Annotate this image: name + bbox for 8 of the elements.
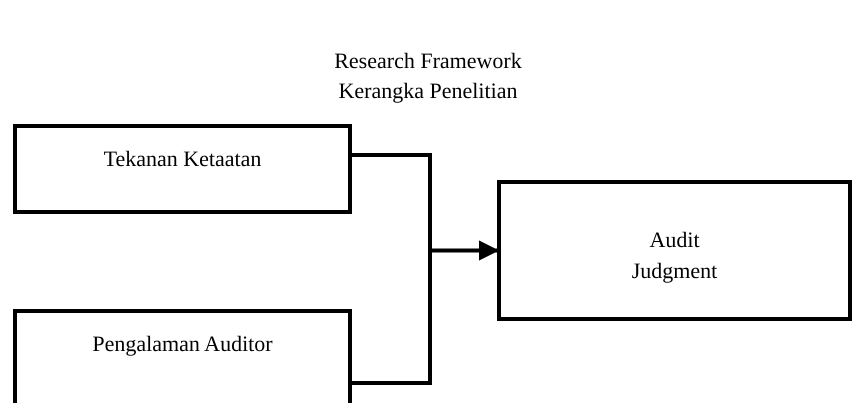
box-label: Audit Judgment (630, 226, 718, 285)
process-box (13, 309, 352, 403)
box-label: Pengalaman Auditor (91, 330, 274, 358)
process-box (497, 180, 852, 321)
diagram-title: Research Framework (334, 47, 522, 75)
subtitle: Kerangka Penelitian (338, 77, 518, 105)
box-label: Tekanan Ketaatan (102, 145, 262, 173)
process-box (13, 124, 352, 214)
